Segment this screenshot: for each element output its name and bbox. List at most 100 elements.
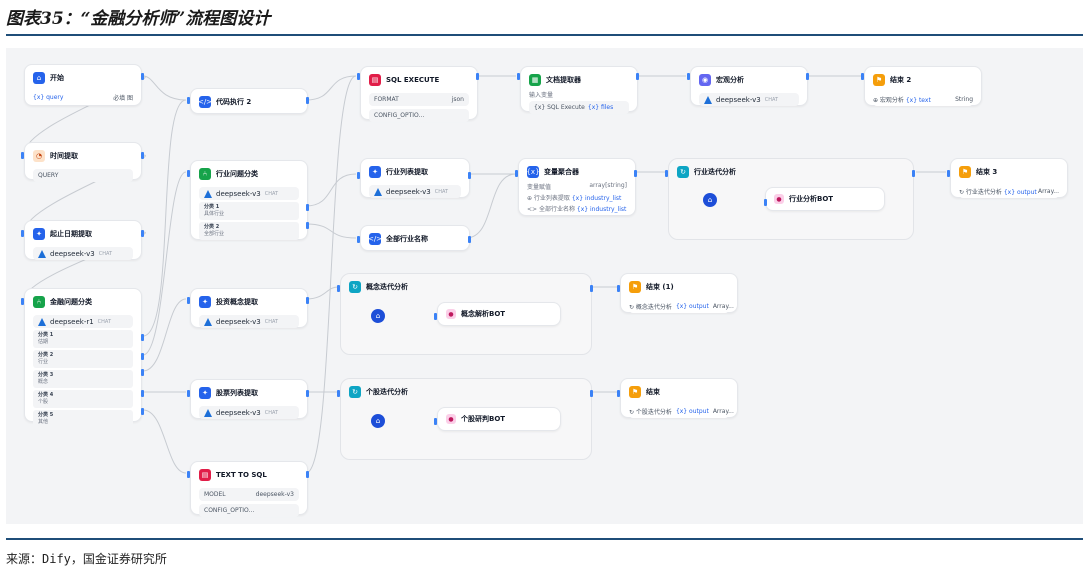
flag-icon: ⚑ bbox=[629, 281, 641, 293]
node-stock-bot[interactable]: ●个股研判BOT bbox=[437, 407, 561, 431]
bottom-rule bbox=[6, 538, 1083, 540]
port-handle[interactable] bbox=[337, 285, 340, 292]
port-handle[interactable] bbox=[306, 390, 309, 397]
node-concept-bot[interactable]: ●概念解析BOT bbox=[437, 302, 561, 326]
port-handle[interactable] bbox=[21, 152, 24, 159]
deepseek-icon bbox=[374, 187, 382, 196]
port-handle[interactable] bbox=[617, 285, 620, 292]
iteration-start-icon: ⌂ bbox=[371, 309, 385, 323]
variable-icon: {x} bbox=[526, 166, 540, 178]
figure-title: 图表35：“金融分析师”流程图设计 bbox=[6, 9, 271, 29]
port-handle[interactable] bbox=[665, 170, 668, 177]
port-handle[interactable] bbox=[337, 390, 340, 397]
port-handle[interactable] bbox=[141, 230, 144, 237]
port-handle[interactable] bbox=[306, 222, 309, 229]
port-handle[interactable] bbox=[141, 73, 144, 80]
port-handle[interactable] bbox=[947, 170, 950, 177]
group-stock-iteration[interactable]: ↻个股迭代分析 ⌂ ●个股研判BOT bbox=[340, 378, 592, 460]
deepseek-icon bbox=[38, 249, 46, 258]
flag-icon: ⚑ bbox=[873, 74, 885, 86]
database-icon: ▤ bbox=[369, 74, 381, 86]
code-icon: </> bbox=[197, 96, 213, 108]
port-handle[interactable] bbox=[306, 297, 309, 304]
port-handle[interactable] bbox=[357, 73, 360, 80]
port-handle[interactable] bbox=[687, 73, 690, 80]
bot-icon: ● bbox=[446, 309, 456, 319]
agent-icon: ◉ bbox=[699, 74, 711, 86]
flag-icon: ⚑ bbox=[629, 386, 641, 398]
home-icon: ⌂ bbox=[33, 72, 45, 84]
group-concept-iteration[interactable]: ↻概念迭代分析 ⌂ ●概念解析BOT bbox=[340, 273, 592, 355]
port-handle[interactable] bbox=[806, 73, 809, 80]
port-handle[interactable] bbox=[187, 390, 190, 397]
node-code-exec[interactable]: </>代码执行 2 bbox=[190, 88, 308, 114]
deepseek-icon bbox=[204, 189, 212, 198]
group-industry-iteration[interactable]: ↻行业迭代分析 ⌂ ●行业分析BOT bbox=[668, 158, 914, 240]
port-handle[interactable] bbox=[861, 73, 864, 80]
classify-icon: ⑃ bbox=[33, 296, 45, 308]
port-handle[interactable] bbox=[468, 172, 471, 179]
port-handle[interactable] bbox=[187, 471, 190, 478]
port-handle[interactable] bbox=[476, 73, 479, 80]
node-industry-bot[interactable]: ●行业分析BOT bbox=[765, 187, 885, 211]
brain-icon: ✦ bbox=[199, 296, 211, 308]
code-icon: </> bbox=[367, 233, 383, 245]
node-doc-extractor[interactable]: ▦文档提取器 输入变量 {x} SQL Execute{x} files bbox=[520, 66, 638, 114]
port-handle[interactable] bbox=[187, 97, 190, 104]
port-handle[interactable] bbox=[187, 170, 190, 177]
port-handle[interactable] bbox=[515, 170, 518, 177]
port-handle[interactable] bbox=[517, 73, 520, 80]
port-handle[interactable] bbox=[434, 313, 437, 320]
port-handle[interactable] bbox=[141, 390, 144, 397]
port-handle[interactable] bbox=[590, 390, 593, 397]
port-handle[interactable] bbox=[21, 298, 24, 305]
port-handle[interactable] bbox=[912, 170, 915, 177]
port-handle[interactable] bbox=[21, 230, 24, 237]
port-handle[interactable] bbox=[306, 471, 309, 478]
port-handle[interactable] bbox=[636, 73, 639, 80]
classify-icon: ⑃ bbox=[199, 168, 211, 180]
port-handle[interactable] bbox=[617, 390, 620, 397]
port-handle[interactable] bbox=[306, 97, 309, 104]
node-all-industry[interactable]: </>全部行业名称 bbox=[360, 225, 470, 251]
port-handle[interactable] bbox=[187, 297, 190, 304]
port-handle[interactable] bbox=[468, 236, 471, 243]
port-handle[interactable] bbox=[434, 418, 437, 425]
port-handle[interactable] bbox=[141, 334, 144, 341]
port-handle[interactable] bbox=[141, 408, 144, 415]
port-handle[interactable] bbox=[141, 152, 144, 159]
node-time-extract[interactable]: ◔时间提取 QUERY bbox=[24, 142, 142, 182]
flag-icon: ⚑ bbox=[959, 166, 971, 178]
port-handle[interactable] bbox=[141, 353, 144, 360]
port-handle[interactable] bbox=[306, 204, 309, 211]
port-handle[interactable] bbox=[141, 369, 144, 376]
loop-icon: ↻ bbox=[349, 386, 361, 398]
port-handle[interactable] bbox=[634, 170, 637, 177]
port-handle[interactable] bbox=[357, 172, 360, 179]
port-handle[interactable] bbox=[764, 199, 767, 206]
port-handle[interactable] bbox=[590, 285, 593, 292]
port-handle[interactable] bbox=[357, 236, 360, 243]
deepseek-icon bbox=[204, 317, 212, 326]
